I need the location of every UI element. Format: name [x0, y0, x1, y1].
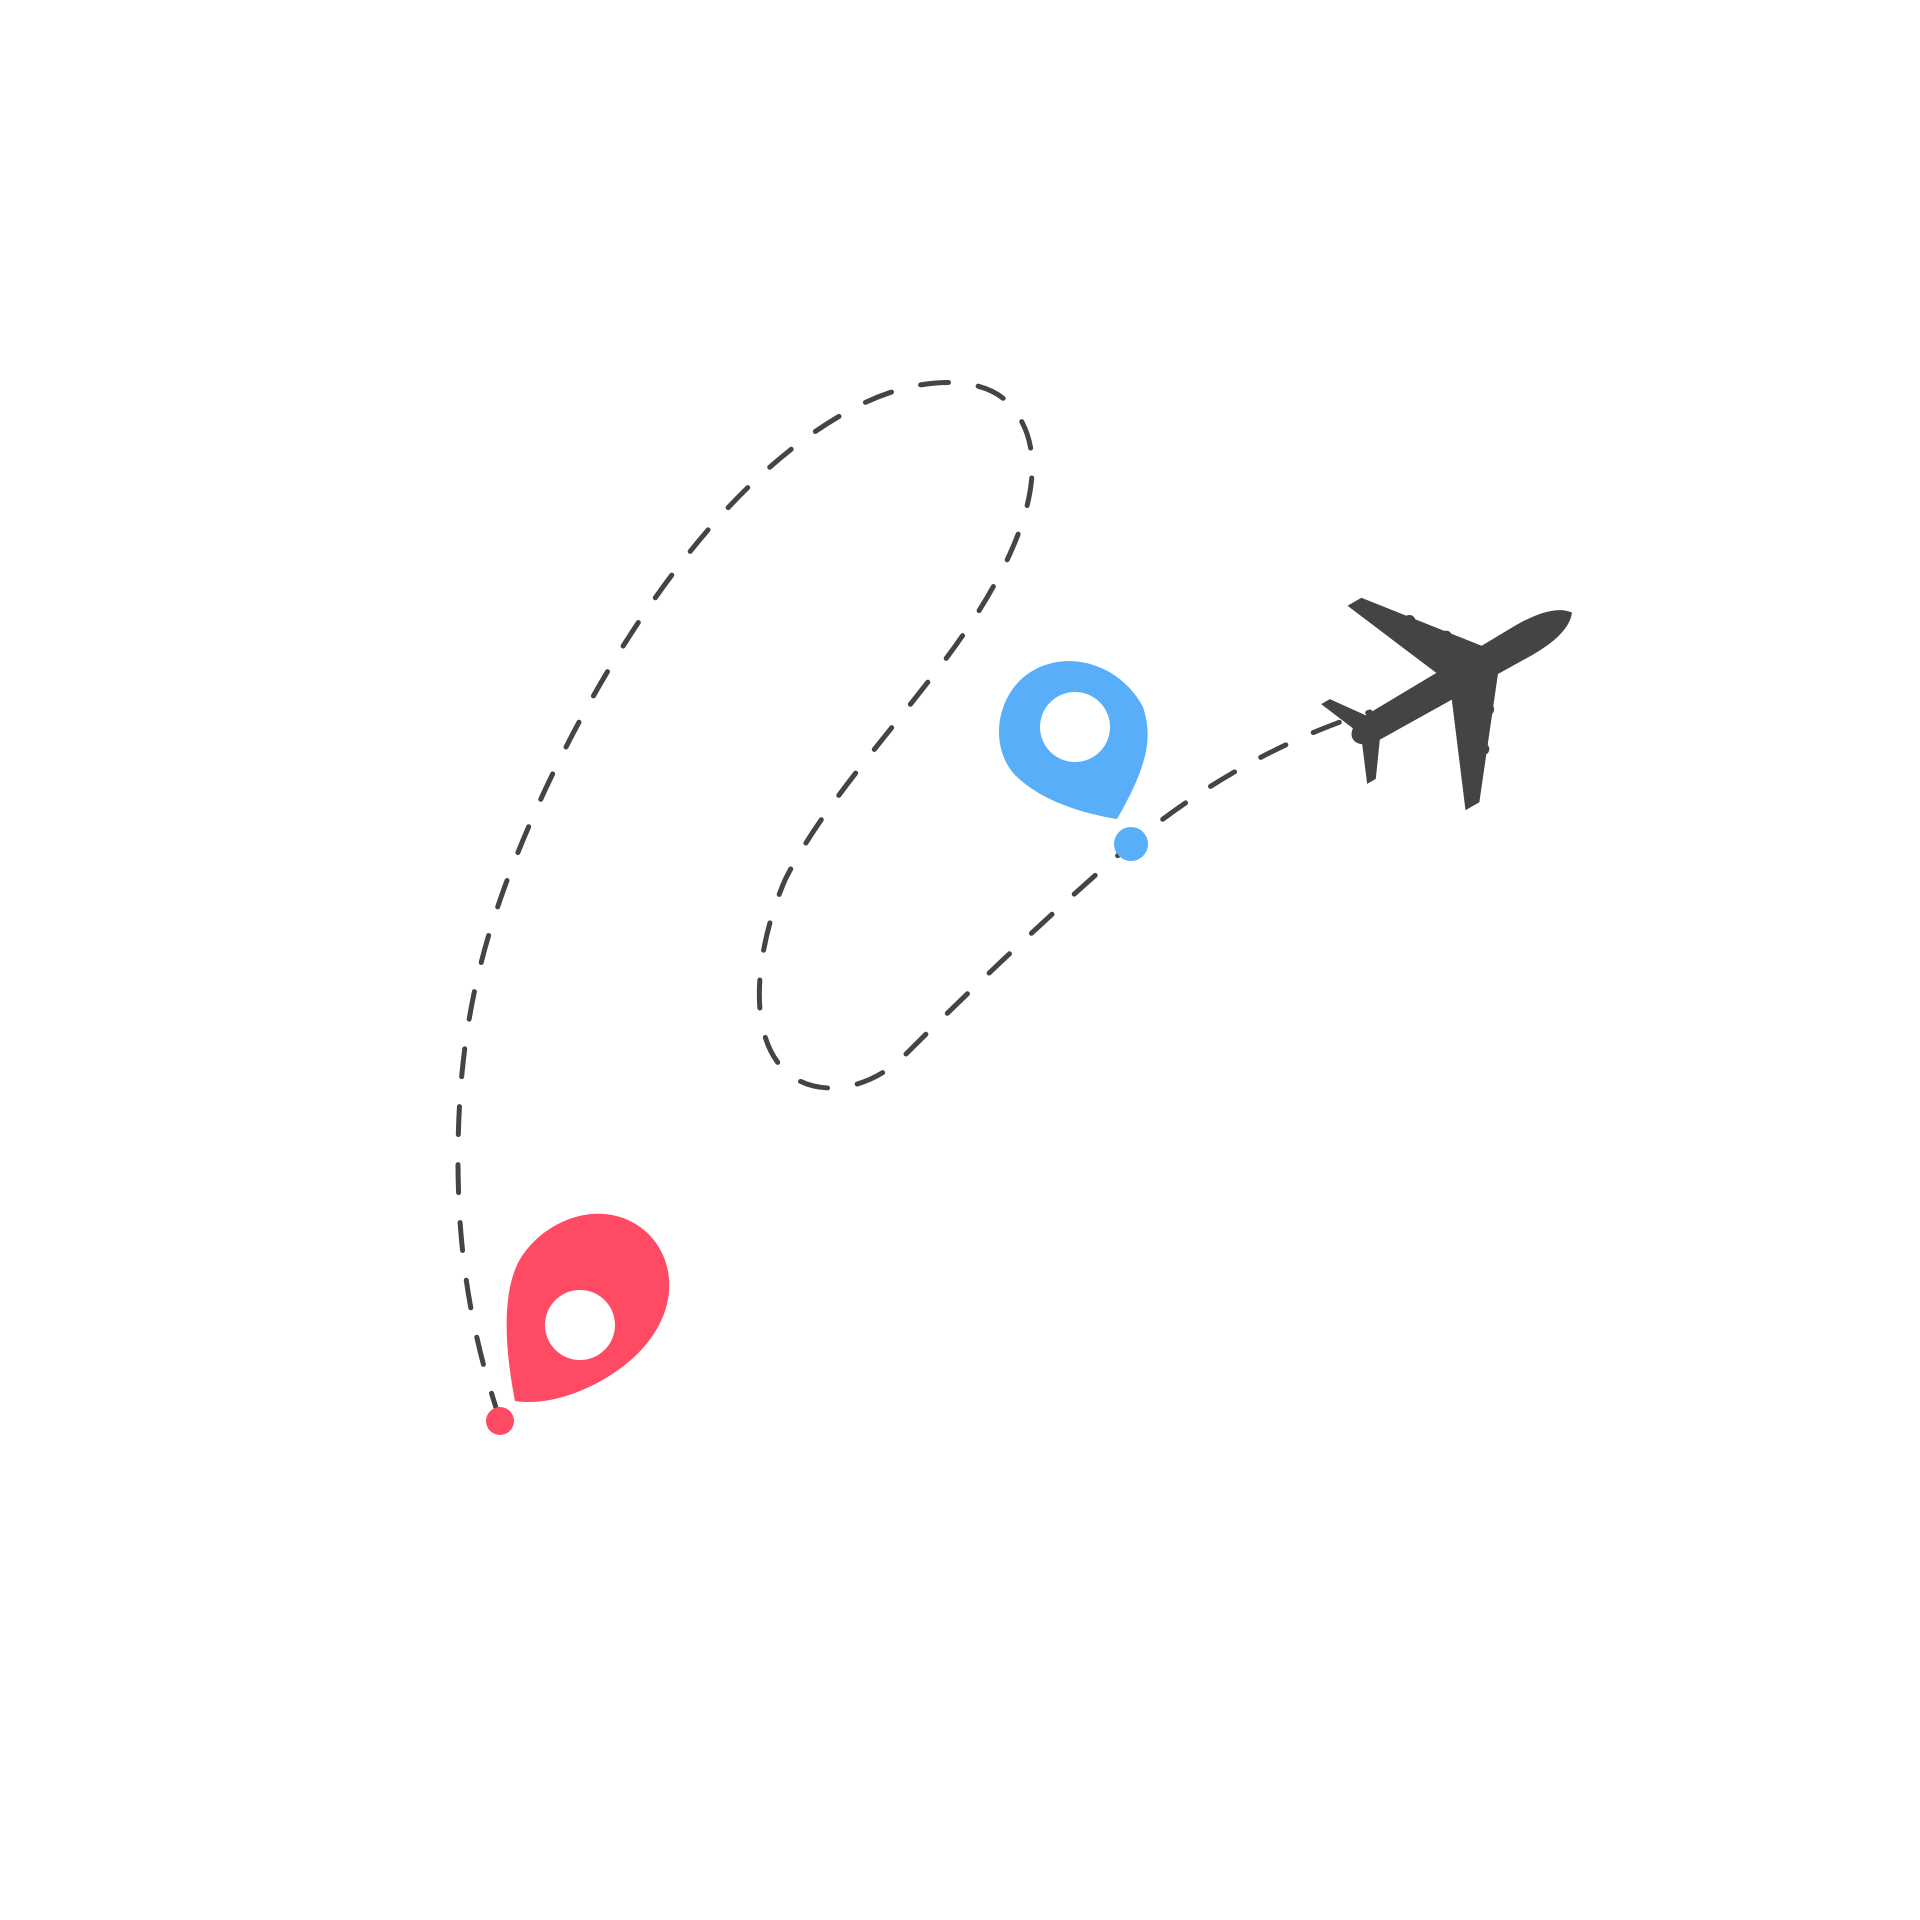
pin-hole — [545, 1290, 615, 1360]
airplane-engine — [1429, 630, 1453, 650]
origin-point-dot — [486, 1407, 514, 1435]
origin-pin — [486, 1213, 670, 1435]
airplane-tail-top — [1321, 699, 1371, 730]
airplane-engine — [1466, 742, 1490, 762]
airplane-tail-bottom — [1362, 734, 1381, 784]
airplane-wing-top — [1347, 597, 1485, 674]
pin-hole — [1040, 692, 1110, 762]
airplane-engine — [1471, 702, 1495, 722]
airplane-engine — [1392, 614, 1416, 634]
waypoint-point-dot — [1114, 827, 1148, 861]
airplane-icon — [1321, 597, 1572, 811]
airplane-fuselage — [1351, 610, 1572, 745]
waypoint-pin — [998, 661, 1148, 861]
